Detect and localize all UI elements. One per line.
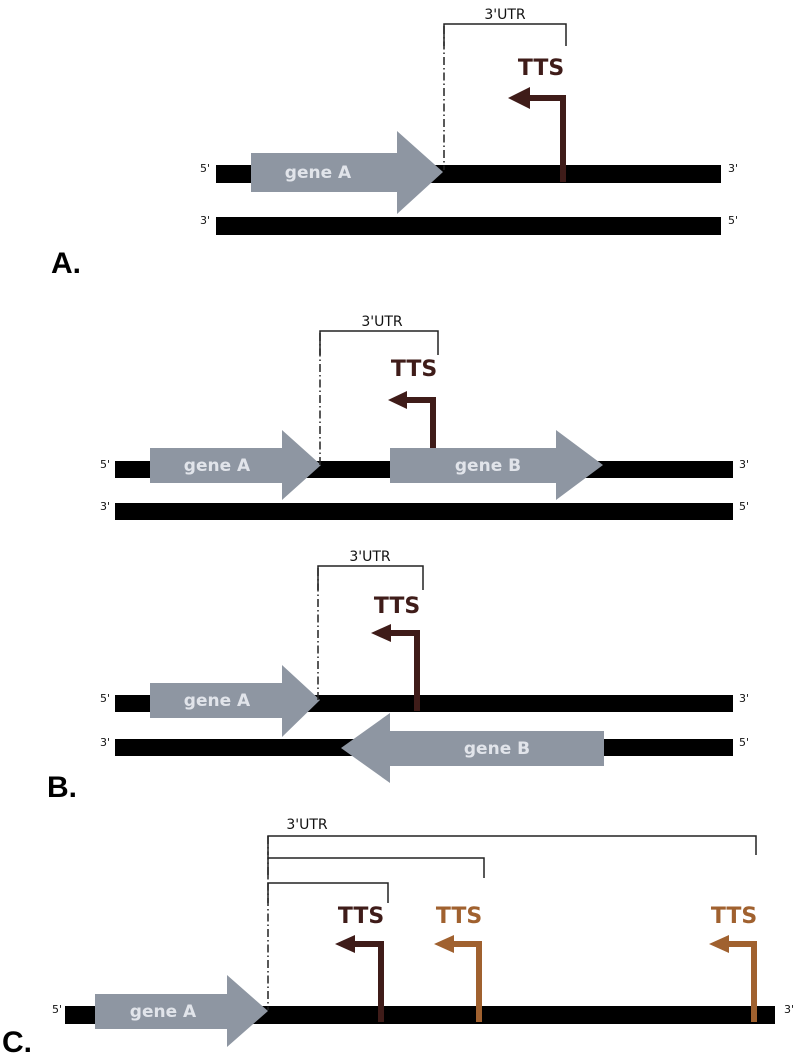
panel-c-utr-bracket-middle [267, 857, 485, 878]
panel-b1-gene-b-label: gene B [455, 456, 521, 476]
panel-c-utr-bracket-short [267, 882, 389, 903]
panel-a-bottom-5prime-label: 5' [728, 214, 738, 227]
panel-a-tts-arrow [528, 95, 566, 182]
panel-b1-gene-b-arrow [390, 430, 603, 500]
panel-c-tts1-arrow [353, 941, 384, 1022]
panel-c: 5' 3' gene A 3'UTR TTS TTS TTS C. [2, 817, 794, 1057]
panel-b2-utr-label: 3'UTR [349, 549, 391, 565]
panel-b2-tts-label: TTS [374, 594, 420, 619]
panel-c-label: C. [2, 1026, 32, 1057]
panel-b1-bottom-5prime-label: 5' [739, 500, 749, 513]
panel-c-5prime-label: 5' [52, 1003, 62, 1016]
panel-b1-bottom-3prime-label: 3' [100, 500, 110, 513]
panel-c-gene-a-arrow [95, 975, 268, 1047]
panel-a-top-5prime-label: 5' [200, 162, 210, 175]
panel-b1-tts-arrowhead [388, 391, 407, 409]
panel-c-utr-label: 3'UTR [286, 817, 328, 833]
panel-b2-gene-a-arrow [150, 665, 320, 737]
panel-b1-top-3prime-label: 3' [739, 458, 749, 471]
panel-c-tts1-arrowhead [335, 935, 355, 953]
panel-b-label: B. [47, 771, 77, 804]
panel-b1-gene-a-label: gene A [184, 456, 251, 476]
panel-b1-tts-label: TTS [391, 357, 437, 382]
panel-c-tts3-arrowhead [709, 935, 729, 953]
panel-c-gene-a-label: gene A [130, 1002, 197, 1022]
panel-c-tts2-arrowhead [434, 935, 454, 953]
panel-a-utr-label: 3'UTR [484, 7, 526, 23]
panel-b2-gene-b-arrow [341, 713, 604, 783]
panel-b1-utr-bracket [319, 330, 439, 355]
panel-a-gene-a-arrow [251, 131, 443, 214]
panel-c-tts3-arrow [727, 941, 757, 1022]
panel-c-tts2-arrow [452, 941, 482, 1022]
panel-b2-utr-bracket [317, 565, 424, 590]
panel-a-gene-a-label: gene A [285, 163, 352, 183]
panel-a-utr-bracket [443, 23, 567, 46]
panel-a: 5' 3' 3' 5' gene A 3'UTR TTS A. [51, 7, 738, 280]
panel-b2-tts-arrowhead [371, 624, 391, 642]
panel-b2-gene-a-label: gene A [184, 691, 251, 711]
panel-a-tts-arrowhead [508, 87, 530, 109]
panel-a-label: A. [51, 247, 81, 280]
panel-b1-top-5prime-label: 5' [100, 458, 110, 471]
panel-a-tts-label: TTS [518, 56, 564, 81]
panel-c-tts1-label: TTS [338, 904, 384, 929]
panel-a-bottom-3prime-label: 3' [200, 214, 210, 227]
panel-b-top: 5' 3' 3' 5' gene A gene B 3'UTR TTS [100, 314, 749, 520]
panel-a-bottom-strand [216, 217, 721, 235]
panel-a-top-3prime-label: 3' [728, 162, 738, 175]
panel-b2-top-3prime-label: 3' [739, 692, 749, 705]
panel-b2-tts-arrow [389, 630, 420, 711]
panel-b1-tts-arrow [405, 397, 436, 448]
panel-c-utr-bracket-long [267, 835, 757, 855]
panel-b2-gene-b-label: gene B [464, 739, 530, 759]
panel-b2-bottom-3prime-label: 3' [100, 736, 110, 749]
panel-b1-gene-a-arrow [150, 430, 321, 500]
panel-b2-bottom-5prime-label: 5' [739, 736, 749, 749]
panel-c-3prime-label: 3' [784, 1003, 794, 1016]
panel-b-bottom: 5' 3' 3' 5' gene A gene B 3'UTR TTS B. [47, 549, 749, 804]
panel-b1-utr-label: 3'UTR [361, 314, 403, 330]
panel-c-tts2-label: TTS [436, 904, 482, 929]
panel-b1-bottom-strand [115, 503, 733, 520]
panel-b2-top-5prime-label: 5' [100, 692, 110, 705]
panel-c-tts3-label: TTS [711, 904, 757, 929]
